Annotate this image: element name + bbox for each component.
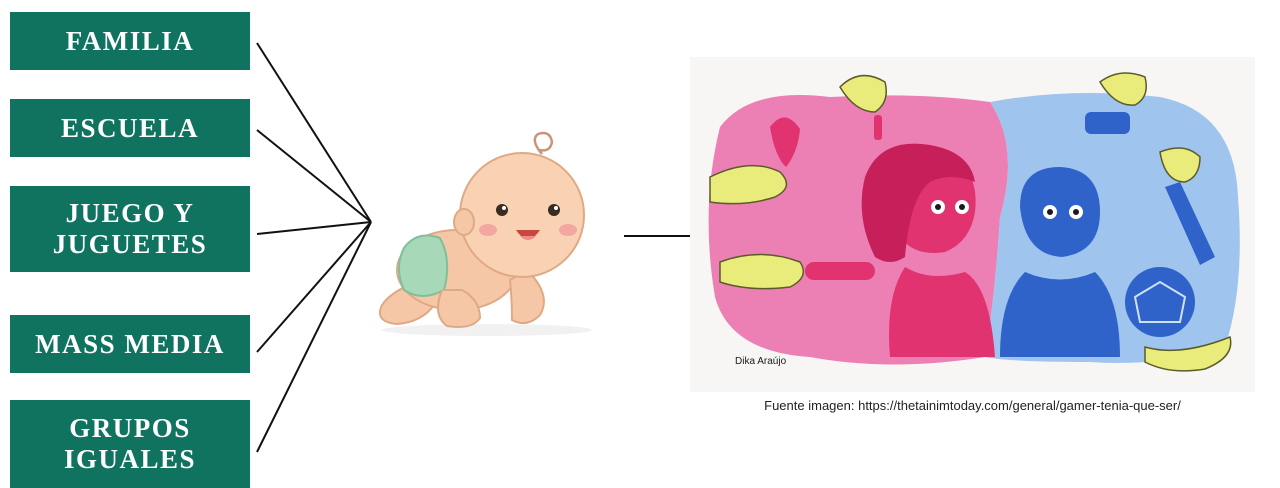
connector-escuela — [257, 130, 371, 222]
agent-label-line2: IGUALES — [64, 444, 196, 475]
agent-box-mass-media: MASS MEDIA — [10, 315, 250, 373]
agent-label-line1: JUEGO Y — [66, 198, 195, 229]
agent-label-line1: GRUPOS — [69, 413, 191, 444]
image-source-caption: Fuente imagen: https://thetainimtoday.co… — [690, 398, 1255, 413]
connector-mass-media — [257, 222, 371, 352]
agent-label: MASS MEDIA — [35, 329, 225, 360]
agent-box-familia: FAMILIA — [10, 12, 250, 70]
agent-box-grupos-iguales: GRUPOS IGUALES — [10, 400, 250, 488]
agent-box-juego-juguetes: JUEGO Y JUGUETES — [10, 186, 250, 272]
agent-label-line2: JUGUETES — [53, 229, 208, 260]
agent-label: ESCUELA — [61, 113, 199, 144]
connector-grupos — [257, 222, 371, 452]
connector-juego — [257, 222, 371, 234]
gender-toys-illustration — [690, 57, 1255, 392]
crawling-baby-icon — [362, 130, 602, 345]
agent-box-escuela: ESCUELA — [10, 99, 250, 157]
illustration-credit: Dika Araújo — [735, 356, 786, 367]
connector-familia — [257, 43, 371, 222]
agent-label: FAMILIA — [66, 26, 195, 57]
